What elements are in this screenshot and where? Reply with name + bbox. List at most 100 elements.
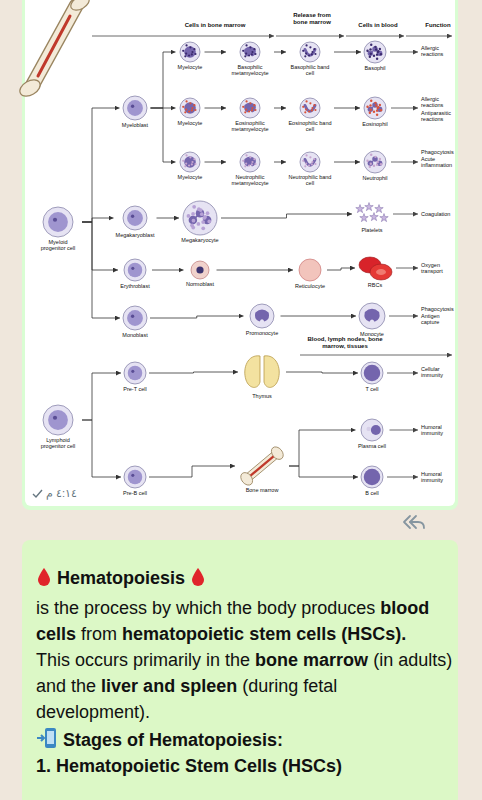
cell-shape (360, 418, 384, 442)
cell-label: Normoblast (186, 281, 214, 287)
text-label: Phagocytosis (421, 149, 455, 155)
cell-label: Myelocyte (178, 174, 203, 180)
text-label: hematopoietic stem cells (HSCs). (122, 624, 406, 644)
cell-shape (239, 41, 261, 63)
cell-node: Erythroblast (119, 258, 151, 289)
cell-label: Platelets (361, 227, 382, 233)
text-label: Humoral immunity (421, 471, 455, 483)
lineage-arrow (221, 214, 352, 218)
text-label: Humoral immunity (421, 424, 455, 436)
cell-shape (363, 96, 387, 120)
text-label: Function (421, 22, 455, 29)
cell-shape (179, 151, 201, 173)
cell-shape (360, 465, 384, 489)
cell-shape (179, 97, 201, 119)
bone-illustration (17, 0, 92, 100)
function-arrow (387, 373, 418, 374)
cell-shape (123, 361, 147, 385)
lineage-arrow (274, 162, 286, 163)
function-arrow (387, 477, 418, 478)
cell-shape (299, 151, 321, 173)
text-label: Phagocytosis (421, 306, 455, 312)
cell-label: Erythroblast (120, 283, 149, 289)
cell-node: Pre-T cell (122, 361, 148, 392)
cell-shape (123, 465, 147, 489)
cell-node: Basophil (362, 40, 388, 71)
function-arrow (389, 316, 418, 317)
lineage-arrow (274, 52, 286, 53)
lineage-arrow (289, 430, 356, 466)
cell-shape (354, 202, 390, 226)
cell-label: Monoblast (122, 332, 147, 338)
lineage-arrow (82, 222, 118, 270)
cell-shape (239, 151, 261, 173)
cell-shape (299, 97, 321, 119)
lineage-arrow (150, 316, 244, 318)
lineage-arrow (205, 108, 227, 109)
cell-label: Thymus (252, 393, 272, 399)
lineage-arrow (334, 162, 360, 163)
cell-label: Pre-T cell (123, 386, 146, 392)
cell-label: Myelocyte (178, 120, 203, 126)
cell-node: Thymus (239, 352, 285, 399)
drop-icon (36, 567, 52, 587)
cell-label: Basophilic metamyelocyte (228, 64, 272, 76)
cell-node: Monoblast (121, 305, 149, 338)
text-label: Blood, lymph nodes, bone marrow, tissues (305, 336, 385, 349)
function-arrow (393, 214, 418, 215)
text-label: Acute inflammation (421, 156, 455, 168)
cell-label: Reticulocyte (295, 283, 325, 289)
cell-shape (122, 205, 148, 231)
header-line (92, 36, 452, 37)
cell-label: Myeloblast (122, 122, 148, 128)
lineage-arrow (289, 466, 358, 477)
paragraph: is the process by which the body produce… (36, 595, 454, 647)
text-label: Antigen capture (421, 313, 455, 325)
cell-label: Plasma cell (358, 443, 386, 449)
cell-label: Basophil (364, 65, 385, 71)
phone-icon (36, 727, 58, 749)
function-arrow (391, 108, 418, 109)
message-text: Hematopoiesis is the process by which th… (36, 565, 454, 779)
cell-label: Basophilic band cell (288, 64, 332, 76)
lineage-arrow (82, 420, 121, 477)
list-item: 1. Hematopoietic Stem Cells (HSCs) (36, 753, 454, 779)
cell-node: Myelocyte (177, 151, 204, 180)
cell-shape (179, 41, 201, 63)
lineage-arrow (151, 108, 176, 162)
lineage-arrow (82, 222, 120, 318)
cell-label: Megakaryocyte (181, 237, 218, 243)
cell-shape (123, 258, 147, 282)
cell-label: Bone marrow (246, 487, 279, 493)
cell-label: RBCs (368, 282, 382, 288)
cell-shape (239, 97, 261, 119)
cell-shape (122, 95, 148, 121)
cell-node: Neutrophilic metamyelocyte (227, 151, 273, 186)
text-label: Allergic reactions (421, 96, 455, 108)
cell-node: Pre-B cell (122, 465, 148, 496)
text-label: is the process by which the body produce… (36, 598, 375, 618)
text-label: Antiparasitic reactions (421, 110, 455, 122)
cell-node: Myelocyte (177, 97, 204, 126)
tissue-line (300, 355, 452, 356)
cell-node: Neutrophilic band cell (287, 151, 333, 186)
cell-node: Lymphoid progenitor cell (35, 404, 81, 449)
lineage-arrow (205, 52, 227, 53)
cell-node: Plasma cell (357, 418, 388, 449)
cell-node: Promonocyte (245, 303, 280, 336)
text-label: Release from bone marrow (289, 12, 335, 25)
text-label: Cells in blood (353, 22, 403, 29)
section-line: Stages of Hematopoiesis: (36, 727, 454, 753)
cell-label: Neutrophil (362, 175, 387, 181)
cell-label: Megakaryoblast (116, 232, 155, 238)
cell-node: Reticulocyte (294, 258, 326, 289)
title: Hematopoiesis (57, 568, 185, 588)
cell-node: B cell (359, 465, 385, 496)
text-label: Stages of Hematopoiesis: (63, 730, 283, 750)
text-label: Oxygen transport (421, 262, 455, 274)
text-label: liver and spleen (101, 676, 237, 696)
cell-shape (240, 352, 284, 392)
cell-node: Monocyte (357, 302, 387, 337)
text-label: 1. Hematopoietic Stem Cells (HSCs) (36, 756, 342, 776)
function-arrow (390, 430, 419, 431)
